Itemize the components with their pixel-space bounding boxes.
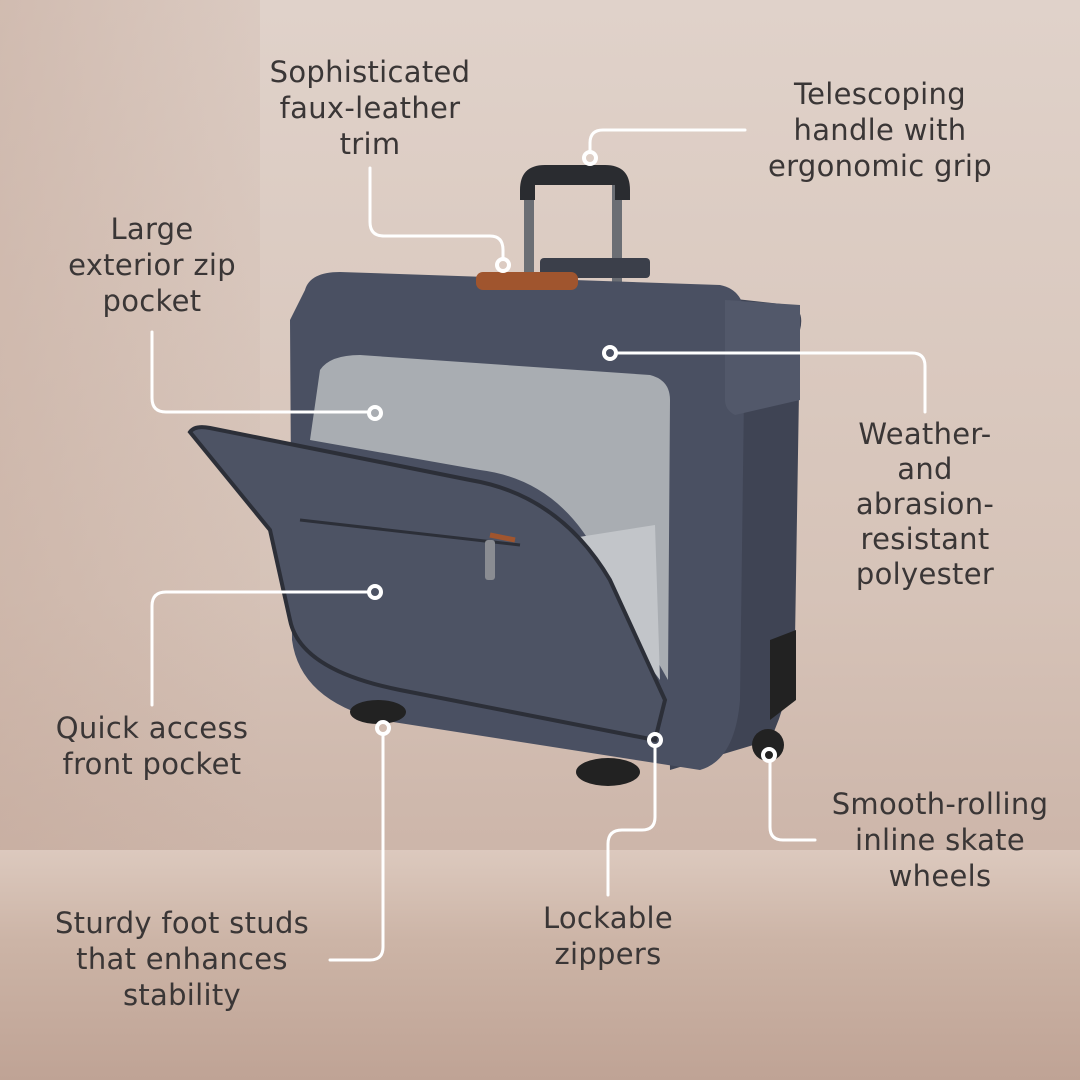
front-pocket-leader — [150, 590, 370, 707]
zippers-leader — [606, 745, 657, 897]
exterior-pocket-leader — [150, 330, 370, 414]
callout-text: Smooth-rolling — [831, 787, 1049, 821]
wheels-dot — [761, 747, 777, 763]
callout-text: abrasion- — [855, 487, 995, 521]
garment-bag-suitcase — [187, 165, 802, 786]
polyester-leader — [615, 351, 927, 414]
callout-text: Sophisticated — [269, 55, 471, 89]
callout-foot-studs: Sturdy foot studs that enhances stabilit… — [55, 905, 309, 1013]
front-pocket-dot — [367, 584, 383, 600]
callout-text: Quick access — [55, 711, 249, 745]
callout-text: inline skate — [855, 823, 1025, 857]
callout-text: ergonomic grip — [768, 149, 992, 183]
callout-dots — [367, 150, 777, 763]
callout-text: front pocket — [62, 747, 242, 781]
foot-studs-leader — [328, 733, 385, 962]
callout-exterior-pocket: Large exterior zip pocket — [68, 211, 236, 319]
callout-text: exterior zip — [68, 248, 236, 282]
callout-text: Weather- — [858, 417, 992, 451]
handle-leader — [588, 128, 747, 153]
callout-polyester: Weather- and abrasion- resistant polyest… — [856, 417, 994, 592]
callout-text: zippers — [554, 937, 662, 971]
callout-text: handle with — [793, 113, 967, 147]
callout-text: that enhances — [76, 942, 288, 976]
foot-studs-dot — [375, 720, 391, 736]
callout-text: polyester — [855, 557, 995, 591]
callout-text: pocket — [102, 284, 202, 318]
callout-text: Telescoping — [794, 77, 966, 111]
callout-text: and — [897, 452, 953, 486]
callout-text: faux-leather — [279, 91, 461, 125]
callout-text: Sturdy foot studs — [54, 906, 310, 940]
callout-text: Lockable — [542, 901, 674, 935]
callout-text: resistant — [860, 522, 990, 556]
floor — [0, 850, 1080, 1080]
callout-handle: Telescoping handle with ergonomic grip — [768, 76, 992, 184]
callout-text: wheels — [888, 859, 992, 893]
callout-lines — [150, 128, 927, 962]
callout-text: trim — [339, 127, 401, 161]
wall-shadow — [0, 0, 260, 850]
callout-text: Large — [110, 212, 194, 246]
exterior-pocket-dot — [367, 405, 383, 421]
callout-text: stability — [122, 978, 242, 1012]
callout-wheels: Smooth-rolling inline skate wheels — [832, 786, 1049, 894]
trim-leader — [368, 166, 505, 260]
callout-trim: Sophisticated faux-leather trim — [270, 54, 471, 162]
handle-dot — [582, 150, 598, 166]
polyester-dot — [602, 345, 618, 361]
trim-dot — [495, 257, 511, 273]
zippers-dot — [647, 732, 663, 748]
wheels-leader — [768, 760, 817, 842]
callout-front-pocket: Quick access front pocket — [56, 710, 249, 782]
callout-zippers: Lockable zippers — [543, 900, 673, 972]
